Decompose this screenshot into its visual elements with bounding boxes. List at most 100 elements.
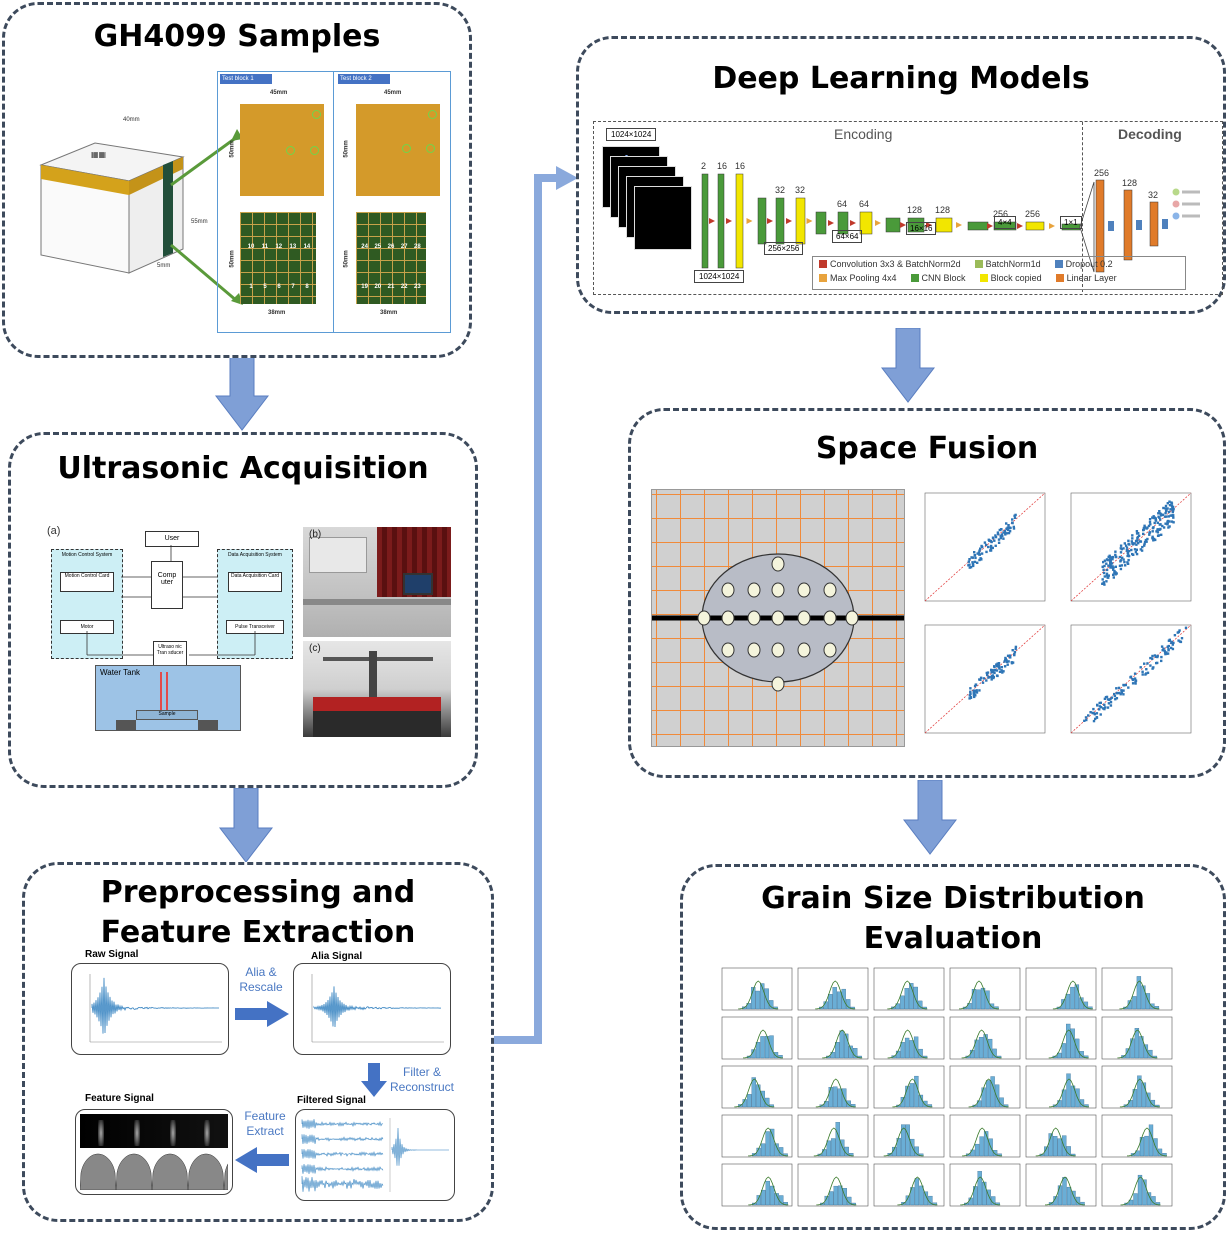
- input-size-label-2: 1024×1024: [694, 270, 745, 283]
- input-image-stack: [602, 146, 692, 256]
- decoder-channel-label: 256: [1094, 168, 1109, 178]
- filtered-signal-title: Filtered Signal: [297, 1095, 366, 1106]
- scatter-plots: [911, 489, 1201, 747]
- size-1-label: 1×1: [1060, 216, 1082, 229]
- legend-item: CNN Block: [910, 273, 966, 283]
- grain-histogram: [797, 1065, 869, 1109]
- legend-label: Max Pooling 4x4: [830, 273, 897, 283]
- legend-label: Convolution 3x3 & BatchNorm2d: [830, 259, 961, 269]
- water-tank: Water Tank Sample: [95, 665, 241, 731]
- encoding-label: Encoding: [834, 126, 893, 142]
- channel-label: 128: [907, 205, 922, 215]
- grain-histogram: [1101, 1065, 1173, 1109]
- measurement-node: [797, 582, 811, 598]
- grain-histogram: [797, 967, 869, 1011]
- legend-item: Max Pooling 4x4: [819, 273, 897, 283]
- test-block-2-label: Test block 2: [338, 74, 390, 84]
- water-tank-label: Water Tank: [100, 668, 141, 677]
- legend-item: Convolution 3x3 & BatchNorm2d: [819, 259, 961, 269]
- measurement-node: [771, 582, 785, 598]
- photo-label-c: (c): [309, 643, 321, 654]
- sample-cube-illustration: ▦▦: [39, 142, 185, 274]
- flow-arrow-fusion-to-grain: [902, 780, 958, 855]
- decoder-linear-layer: [1095, 179, 1105, 273]
- input-size-label: 1024×1024: [606, 128, 657, 141]
- size-4-label: 4×4: [994, 216, 1016, 229]
- measurement-node: [771, 642, 785, 658]
- sample-point-label: 24: [361, 244, 368, 250]
- block1-dim-side: 50mm: [229, 140, 236, 158]
- sample-point-label: 20: [374, 284, 382, 290]
- sample-label: Sample: [136, 710, 198, 720]
- network-block: [935, 217, 953, 233]
- measurement-node: [823, 642, 837, 658]
- size-64-label: 64×64: [832, 230, 863, 243]
- sample-point-label: 5: [263, 284, 267, 290]
- panel-title: GH4099 Samples: [93, 19, 381, 54]
- block1-dim-bottom: 38mm: [268, 310, 286, 316]
- panel-title-line2: Feature Extraction: [100, 915, 416, 950]
- sample-point-label: 1: [249, 284, 253, 290]
- network-block: [907, 217, 925, 233]
- sample-point-label: 26: [387, 244, 395, 250]
- channel-label: 32: [775, 185, 785, 195]
- legend-item: Block copied: [979, 273, 1042, 283]
- grain-histogram: [873, 967, 945, 1011]
- measurement-node: [823, 610, 837, 626]
- network-block: [1025, 221, 1045, 231]
- alia-signal-plot: [293, 963, 451, 1055]
- panel-space-fusion: Space Fusion: [628, 408, 1226, 778]
- sample-point-label: 6: [277, 284, 281, 290]
- network-block: [717, 173, 725, 269]
- cube-dim-a: 40mm: [123, 117, 140, 123]
- feature-signal-plot: [75, 1109, 233, 1195]
- network-block: [837, 211, 849, 235]
- arrow-right-icon: [235, 1001, 289, 1027]
- grain-histogram: [797, 1163, 869, 1207]
- prediction-scatter-plot: [1070, 624, 1192, 734]
- sample-point-label: 11: [261, 244, 269, 250]
- step-alia-rescale: Alia & Rescale: [239, 965, 283, 994]
- legend-swatch: [819, 274, 827, 282]
- motion-system-label: Motion Control System: [61, 552, 113, 558]
- size-16-label: 16×16: [906, 222, 937, 235]
- decoder-channel-label: 32: [1148, 190, 1158, 200]
- legend-item: Dropout 0.2: [1054, 259, 1113, 269]
- sample-point-label: 12: [275, 244, 283, 250]
- grain-histogram: [949, 1114, 1021, 1158]
- measurement-node: [721, 642, 735, 658]
- sample-point-label: 10: [247, 244, 255, 250]
- legend-swatch: [910, 274, 919, 282]
- panel-ultrasonic-acquisition: Ultrasonic Acquisition (a) User Motion C…: [8, 432, 478, 788]
- flow-arrow-ultrasonic-to-preprocessing: [218, 788, 274, 863]
- decoder-channel-label: 128: [1122, 178, 1137, 188]
- measurement-node: [747, 642, 761, 658]
- grain-histogram: [721, 1016, 793, 1060]
- sample-point-label: 25: [374, 244, 382, 250]
- channel-label: 16: [717, 161, 727, 171]
- measurement-node: [845, 610, 859, 626]
- test-blocks-frame: Test block 1 Test block 2 45mm 45mm 50mm…: [217, 71, 451, 333]
- step-feature-extract: Feature Extract: [244, 1109, 286, 1138]
- cube-dim-c: 5mm: [157, 263, 171, 269]
- panel-title: Space Fusion: [815, 431, 1039, 466]
- fusion-grid-map: [651, 489, 905, 747]
- block2-orange-plate: [356, 104, 440, 196]
- grain-histogram: [873, 1016, 945, 1060]
- decoding-label: Decoding: [1118, 126, 1182, 142]
- panel-title-line1: Preprocessing and: [100, 875, 416, 910]
- system-block-diagram: (a) User Motion Control System Motion Co…: [47, 525, 299, 733]
- grain-histogram: [1025, 1016, 1097, 1060]
- test-block-1-label: Test block 1: [220, 74, 272, 84]
- grain-histogram: [1101, 1114, 1173, 1158]
- measurement-node: [721, 582, 735, 598]
- panel-gh4099-samples: GH4099 Samples ▦▦ 40mm 55mm 5mm Test blo…: [2, 2, 472, 358]
- sample-point-label: 7: [291, 284, 295, 290]
- channel-label: 256: [993, 209, 1008, 219]
- network-block: [795, 197, 806, 245]
- sample-point-label: 21: [387, 284, 395, 290]
- sample-point-label: 14: [303, 244, 311, 250]
- network-block: [757, 197, 767, 245]
- measurement-node: [797, 610, 811, 626]
- legend-item: BatchNorm1d: [974, 259, 1041, 269]
